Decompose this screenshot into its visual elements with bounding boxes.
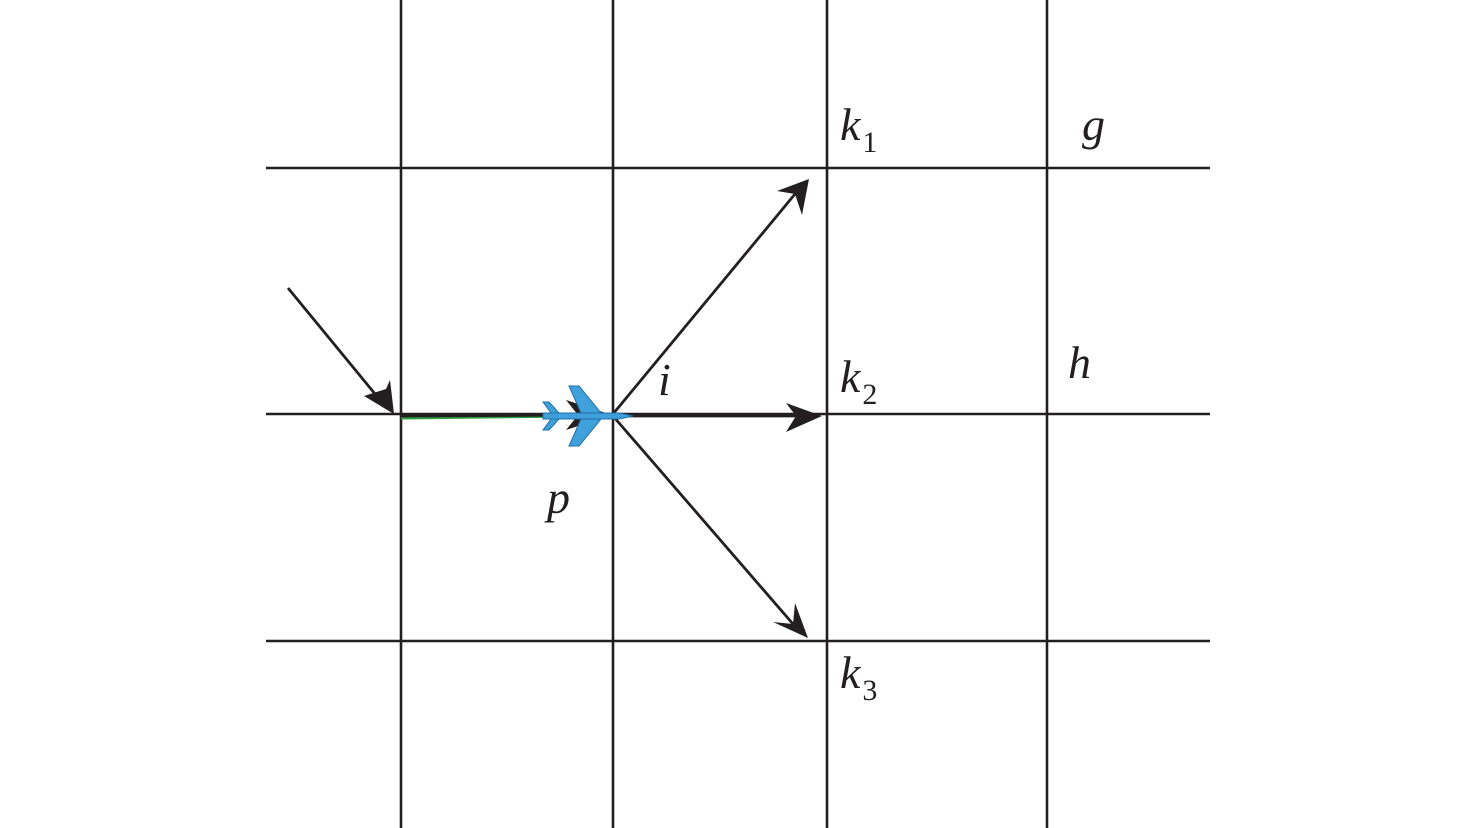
arrow-i-to-k3 — [611, 415, 808, 638]
incoming-arrow — [286, 287, 394, 414]
label-i: i — [658, 354, 671, 405]
label-h: h — [1068, 337, 1091, 388]
label-k1: k1 — [840, 99, 877, 159]
airplane-icon — [542, 385, 634, 447]
arrow-i-to-k2 — [613, 403, 822, 432]
label-k2: k2 — [840, 351, 877, 411]
label-p: p — [544, 472, 570, 523]
label-g: g — [1082, 99, 1105, 150]
label-k3: k3 — [840, 647, 877, 707]
arrow-i-to-k1 — [611, 179, 809, 415]
